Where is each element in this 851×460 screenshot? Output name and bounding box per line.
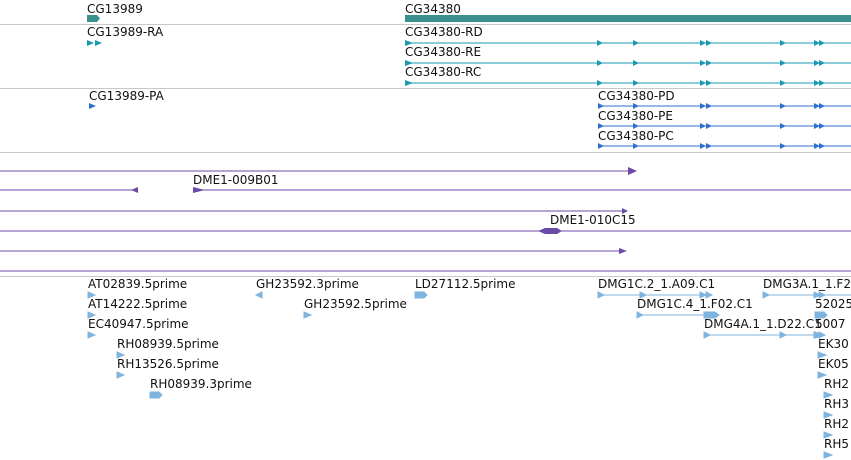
est-label[interactable]: AT02839.5prime [88, 277, 188, 291]
clone-label[interactable]: DME1-010C15 [550, 213, 636, 227]
est-label[interactable]: 5007 [815, 317, 846, 331]
track-separator-genes [0, 24, 851, 25]
est-label[interactable]: GH23592.3prime [256, 277, 359, 291]
gene-glyph-cg34380[interactable] [405, 15, 851, 22]
transcript-label[interactable]: CG34380-RE [405, 45, 482, 59]
protein-glyph-cg13989-pa[interactable] [89, 103, 96, 109]
est-glyph-rh5[interactable] [823, 451, 834, 459]
est-glyph-rh08939-3[interactable] [149, 391, 163, 399]
est-label[interactable]: LD27112.5prime [415, 277, 516, 291]
clone-glyph-dme1-010c15[interactable] [0, 228, 851, 234]
est-label[interactable]: 52025 [815, 297, 851, 311]
clone-glyph-row2[interactable] [0, 187, 138, 193]
transcript-glyph-cg34380-rd[interactable] [405, 40, 851, 46]
track-separator-proteins [0, 152, 851, 153]
est-glyph-ec40947[interactable] [87, 331, 97, 339]
transcript-glyph-cg13989-ra[interactable] [87, 40, 102, 46]
est-glyph-rh2-a[interactable] [823, 391, 834, 399]
est-label[interactable]: RH3 [824, 397, 849, 411]
est-label[interactable]: RH13526.5prime [117, 357, 219, 371]
est-label[interactable]: RH2 [824, 377, 849, 391]
est-glyph-dmg3a-1[interactable] [762, 291, 851, 299]
est-label[interactable]: RH5 [824, 437, 849, 451]
est-glyph-at02839[interactable] [87, 291, 97, 299]
est-glyph-at14222[interactable] [87, 311, 97, 319]
track-separator-transcripts [0, 88, 851, 89]
track-separator-clones [0, 276, 851, 277]
protein-label[interactable]: CG13989-PA [89, 89, 164, 103]
est-glyph-5007[interactable] [814, 331, 825, 339]
est-label[interactable]: EK30 [818, 337, 849, 351]
transcript-label[interactable]: CG34380-RD [405, 25, 483, 39]
est-glyph-rh3[interactable] [823, 411, 834, 419]
est-glyph-rh2-b[interactable] [823, 431, 834, 439]
est-label[interactable]: EK05 [818, 357, 849, 371]
gene-label[interactable]: CG34380 [405, 2, 461, 16]
clone-label[interactable]: DME1-009B01 [193, 173, 279, 187]
est-glyph-52025[interactable] [814, 311, 828, 319]
protein-glyph-cg34380-pd[interactable] [598, 103, 851, 109]
protein-label[interactable]: CG34380-PE [598, 109, 673, 123]
est-glyph-rh08939-5[interactable] [116, 351, 126, 359]
est-label[interactable]: RH08939.3prime [150, 377, 252, 391]
transcript-label[interactable]: CG13989-RA [87, 25, 164, 39]
est-glyph-gh23592-3[interactable] [254, 291, 263, 299]
protein-label[interactable]: CG34380-PD [598, 89, 675, 103]
est-glyph-dmg1c-2[interactable] [597, 291, 714, 299]
gene-glyph-cg13989[interactable] [87, 15, 100, 22]
transcript-glyph-cg34380-rc[interactable] [405, 80, 851, 86]
est-label[interactable]: DMG1C.2_1.A09.C1 [598, 277, 716, 291]
est-label[interactable]: EC40947.5prime [88, 317, 189, 331]
est-glyph-ek05[interactable] [817, 371, 828, 379]
est-glyph-gh23592-5[interactable] [303, 311, 313, 319]
est-label[interactable]: DMG1C.4_1.F02.C1 [637, 297, 753, 311]
protein-glyph-cg34380-pc[interactable] [598, 143, 851, 149]
est-glyph-ek30[interactable] [817, 351, 828, 359]
clone-glyph-row1[interactable] [0, 167, 637, 175]
clone-glyph-row5[interactable] [0, 248, 627, 254]
protein-glyph-cg34380-pe[interactable] [598, 123, 851, 129]
est-glyph-ld27112[interactable] [414, 291, 428, 299]
est-label[interactable]: DMG4A.1_1.D22.C1 [704, 317, 822, 331]
est-label[interactable]: DMG3A.1_1.F2 [763, 277, 851, 291]
clone-glyph-row3[interactable] [0, 208, 628, 214]
clone-glyph-dme1-009b01[interactable] [193, 187, 851, 193]
est-label[interactable]: AT14222.5prime [88, 297, 188, 311]
est-glyph-dmg4a-1[interactable] [703, 331, 827, 339]
est-label[interactable]: GH23592.5prime [304, 297, 407, 311]
protein-label[interactable]: CG34380-PC [598, 129, 674, 143]
est-glyph-dmg1c-4[interactable] [636, 311, 720, 319]
transcript-label[interactable]: CG34380-RC [405, 65, 482, 79]
est-label[interactable]: RH2 [824, 417, 849, 431]
gene-label[interactable]: CG13989 [87, 2, 143, 16]
est-glyph-rh13526[interactable] [116, 371, 126, 379]
transcript-glyph-cg34380-re[interactable] [405, 60, 851, 66]
est-label[interactable]: RH08939.5prime [117, 337, 219, 351]
